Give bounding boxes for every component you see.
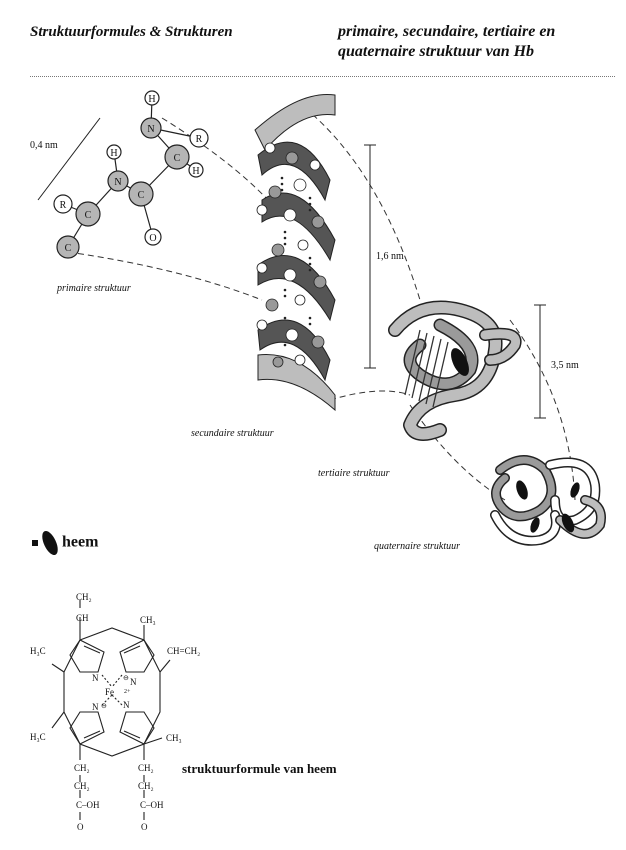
right-chain-o: O bbox=[141, 822, 148, 832]
page-title: Struktuurformules & Strukturen bbox=[30, 24, 233, 40]
primary-structure: H N R C H H N C R C O C bbox=[37, 90, 209, 259]
atom-n1: N bbox=[147, 124, 154, 135]
pyrrole-n-bottom-right: N bbox=[123, 700, 130, 710]
fe-atom: Fe bbox=[105, 687, 114, 697]
alpha-helix bbox=[254, 93, 376, 412]
right-chain-ch2-1: CH₂ bbox=[138, 763, 154, 773]
connector-tertiary-quaternary-top bbox=[509, 319, 576, 501]
fe-charge: 2+ bbox=[124, 689, 131, 695]
n-top-right-charge: ⊖ bbox=[123, 674, 129, 682]
bullet-square-icon bbox=[32, 540, 38, 546]
primary-structure-label: primaire struktuur bbox=[57, 283, 131, 294]
tertiary-structure bbox=[388, 300, 546, 441]
right-chain-cooh: C–OH bbox=[140, 800, 164, 810]
subtitle-line-2: quaternaire struktuur van Hb bbox=[338, 43, 535, 60]
subtitle-line-1: primaire, secundaire, tertiaire en bbox=[338, 23, 556, 40]
connector-secondary-tertiary-top bbox=[304, 107, 421, 301]
ch3-bottom-right: CH₃ bbox=[166, 733, 182, 743]
atom-r2: R bbox=[60, 200, 67, 211]
atom-c3: C bbox=[85, 210, 92, 221]
right-chain-ch2-2: CH₂ bbox=[138, 781, 154, 791]
atom-c2: C bbox=[138, 190, 145, 201]
atom-h3: H bbox=[110, 148, 117, 159]
h3c-left-top: H₃C bbox=[30, 646, 46, 656]
left-chain-cooh: C–OH bbox=[76, 800, 100, 810]
quaternary-structure bbox=[490, 455, 606, 546]
atom-n2: N bbox=[114, 177, 121, 188]
page-subtitle: primaire, secundaire, tertiaire en quate… bbox=[338, 22, 623, 62]
tertiary-structure-label: tertiaire struktuur bbox=[318, 468, 390, 479]
heme-group-tertiary bbox=[451, 348, 469, 376]
atom-h1: H bbox=[148, 94, 155, 105]
primary-measure-label: 0,4 nm bbox=[30, 140, 58, 151]
atom-r1: R bbox=[196, 134, 203, 145]
heme-legend: heem bbox=[32, 528, 99, 558]
atom-c1: C bbox=[174, 153, 181, 164]
secondary-measure-label: 1,6 nm bbox=[376, 251, 404, 262]
heme-formula-labels: CH₂ CH CH₃ H₃C CH=CH₂ N ⊖ N Fe 2+ N ⊖ N … bbox=[30, 592, 200, 832]
connector-secondary-tertiary-bottom bbox=[329, 390, 411, 401]
vinyl-top-ch: CH bbox=[76, 613, 89, 623]
heme-legend-label: heem bbox=[62, 533, 99, 551]
secondary-structure-label: secundaire struktuur bbox=[191, 428, 274, 439]
pyrrole-n-top-left: N bbox=[92, 673, 99, 683]
heme-formula bbox=[51, 600, 171, 820]
heme-blob-icon bbox=[39, 528, 61, 558]
quaternary-structure-label: quaternaire struktuur bbox=[374, 541, 461, 552]
left-chain-ch2-2: CH₂ bbox=[74, 781, 90, 791]
tertiary-measure-label: 3,5 nm bbox=[551, 360, 579, 371]
measure-line-primary bbox=[37, 117, 101, 201]
left-chain-ch2-1: CH₂ bbox=[74, 763, 90, 773]
vinyl-top-ch2: CH₂ bbox=[76, 592, 92, 602]
atom-o1: O bbox=[149, 233, 156, 244]
connector-tertiary-quaternary-bottom bbox=[409, 404, 506, 501]
pyrrole-n-top-right: N bbox=[130, 677, 137, 687]
atom-c4: C bbox=[65, 243, 72, 254]
dotted-divider bbox=[30, 76, 615, 77]
atom-h2: H bbox=[192, 166, 199, 177]
ch3-top-right: CH₃ bbox=[140, 615, 156, 625]
connector-primary-secondary-top bbox=[161, 117, 269, 201]
vinyl-right: CH=CH₂ bbox=[167, 646, 200, 656]
pyrrole-n-bottom-left: N bbox=[92, 702, 99, 712]
heme-formula-caption: struktuurformule van heem bbox=[182, 761, 337, 776]
n-bottom-left-charge: ⊖ bbox=[101, 702, 107, 710]
h3c-left-bottom: H₃C bbox=[30, 732, 46, 742]
left-chain-o: O bbox=[77, 822, 84, 832]
